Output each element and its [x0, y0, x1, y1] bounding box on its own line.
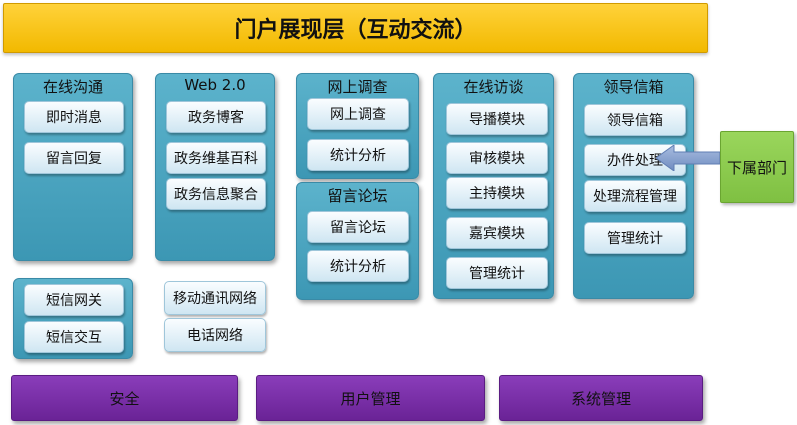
page-title: 门户展现层（互动交流） [234, 18, 477, 43]
group-sms: 短信网关 短信交互 [13, 278, 133, 359]
group-title: 在线沟通 [42, 78, 103, 96]
bar-system-management[interactable]: 系统管理 [499, 375, 703, 421]
item-message-reply[interactable]: 留言回复 [24, 142, 124, 174]
bar-label: 用户管理 [340, 389, 401, 408]
item-gov-info-aggregation[interactable]: 政务信息聚合 [166, 178, 266, 210]
item-telephone-network[interactable]: 电话网络 [164, 318, 266, 352]
bar-user-management[interactable]: 用户管理 [256, 375, 485, 421]
item-guest-module[interactable]: 嘉宾模块 [446, 217, 548, 249]
item-message-forum[interactable]: 留言论坛 [307, 211, 409, 243]
group-title: 网上调查 [327, 78, 388, 96]
group-title: 留言论坛 [327, 187, 388, 205]
item-process-management[interactable]: 处理流程管理 [584, 180, 686, 212]
item-broadcast-module[interactable]: 导播模块 [446, 103, 548, 135]
item-sms-interaction[interactable]: 短信交互 [24, 321, 124, 353]
item-survey-statistics[interactable]: 统计分析 [307, 139, 409, 171]
group-title: 领导信箱 [603, 78, 664, 96]
bar-label: 安全 [109, 389, 140, 408]
group-forum: 留言论坛 留言论坛 统计分析 [296, 182, 419, 300]
item-mobile-network[interactable]: 移动通讯网络 [164, 281, 266, 315]
item-online-survey[interactable]: 网上调查 [307, 98, 409, 130]
group-title: Web 2.0 [184, 76, 246, 94]
item-gov-wiki[interactable]: 政务维基百科 [166, 142, 266, 174]
subordinate-department-box[interactable]: 下属部门 [720, 131, 794, 203]
item-host-module[interactable]: 主持模块 [446, 177, 548, 209]
arrow-left-icon [656, 145, 720, 171]
item-instant-message[interactable]: 即时消息 [24, 101, 124, 133]
bar-security[interactable]: 安全 [11, 375, 238, 421]
item-gov-blog[interactable]: 政务博客 [166, 101, 266, 133]
group-interview: 在线访谈 导播模块 审核模块 主持模块 嘉宾模块 管理统计 [433, 73, 554, 299]
bar-label: 系统管理 [570, 389, 631, 408]
subordinate-department-label: 下属部门 [726, 158, 787, 177]
item-leader-mailbox[interactable]: 领导信箱 [584, 104, 686, 136]
item-sms-gateway[interactable]: 短信网关 [24, 284, 124, 316]
group-title: 在线访谈 [463, 78, 524, 96]
page-title-banner: 门户展现层（互动交流） [3, 3, 708, 53]
group-online-chat: 在线沟通 即时消息 留言回复 [13, 73, 133, 261]
item-mailbox-statistics[interactable]: 管理统计 [584, 222, 686, 254]
group-web20: Web 2.0 政务博客 政务维基百科 政务信息聚合 [155, 73, 275, 261]
item-forum-statistics[interactable]: 统计分析 [307, 250, 409, 282]
item-review-module[interactable]: 审核模块 [446, 142, 548, 174]
group-mailbox: 领导信箱 领导信箱 办件处理 处理流程管理 管理统计 [573, 73, 694, 299]
item-interview-statistics[interactable]: 管理统计 [446, 257, 548, 289]
group-survey: 网上调查 网上调查 统计分析 [296, 73, 419, 179]
